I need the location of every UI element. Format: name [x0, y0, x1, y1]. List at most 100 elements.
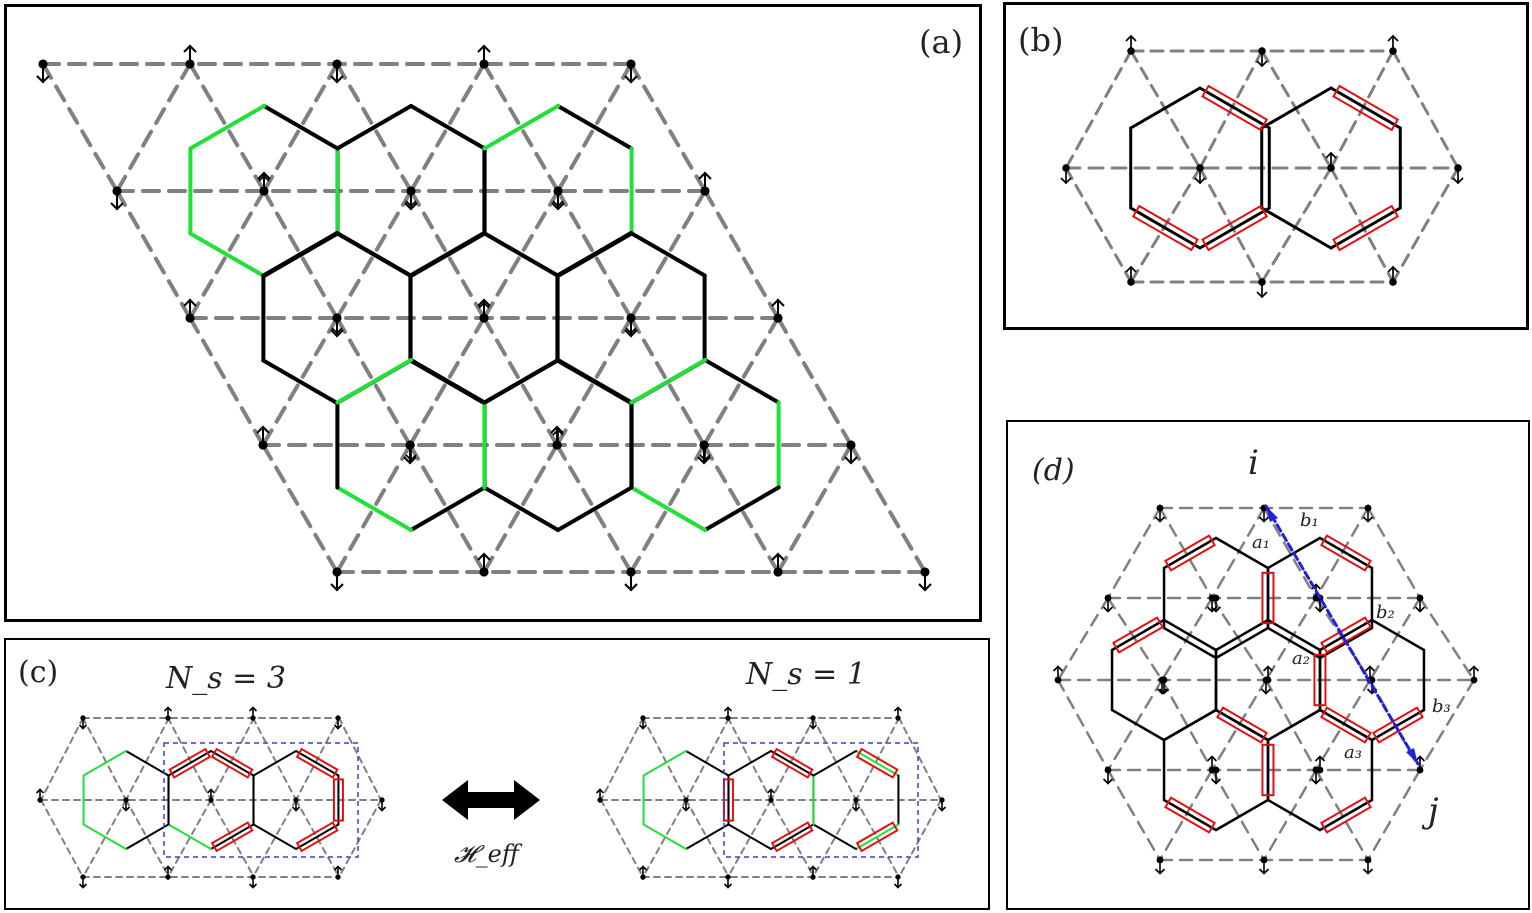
dashed-lattice-line — [252, 717, 297, 801]
dashed-lattice-line — [1210, 596, 1268, 682]
honeycomb-hexagon-edge — [727, 823, 772, 850]
spin-site-arrow-head — [1362, 516, 1374, 523]
spin-site-arrow-head — [625, 327, 637, 335]
dimer-box — [1112, 616, 1164, 654]
spin-site-arrow-head — [1452, 177, 1464, 185]
dashed-lattice-line — [776, 316, 853, 447]
spin-site-arrow-head — [78, 724, 88, 730]
panel-c: (c) N_s = 3 N_s = 1 𝓗_eff — [4, 638, 990, 910]
dashed-lattice-line — [1056, 678, 1110, 772]
honeycomb-hexagon-edge — [1198, 86, 1271, 130]
spin-site-arrow-head — [248, 706, 258, 712]
spin-site-arrow-head — [477, 298, 491, 307]
dashed-lattice-line — [1329, 49, 1395, 170]
dimer-box — [332, 778, 344, 822]
dashed-lattice-line — [727, 799, 772, 878]
honeycomb-hexagon-edge — [1266, 798, 1322, 832]
dashed-lattice-line — [1418, 596, 1476, 682]
dashed-lattice-line — [1366, 506, 1422, 600]
spin-site-arrow-head — [1194, 177, 1206, 185]
path-arrow-head — [1406, 748, 1418, 764]
spin-site-arrow-head — [478, 301, 490, 309]
dashed-lattice-line — [1314, 768, 1370, 862]
honeycomb-hexagon-edge — [703, 485, 781, 532]
honeycomb-hexagon-edge — [556, 104, 634, 151]
h-eff-operator: 𝓗_eff — [454, 840, 523, 868]
honeycomb-hexagon-edge — [1318, 536, 1374, 570]
dashed-lattice-line — [642, 799, 687, 878]
spin-site-arrow-head — [258, 174, 270, 182]
dashed-lattice-line — [295, 799, 340, 878]
dashed-lattice-line — [125, 717, 170, 801]
honeycomb-hexagon-edge — [408, 231, 486, 278]
dimer-box — [295, 747, 339, 779]
dashed-lattice-line — [167, 799, 212, 878]
dashed-lattice-line — [898, 717, 942, 801]
honeycomb-hexagon-flipped-edge — [82, 823, 127, 850]
honeycomb-hexagon-edge — [1162, 618, 1218, 652]
spin-site-arrow-head — [330, 75, 344, 84]
dashed-lattice-line — [1391, 166, 1460, 284]
dashed-lattice-line — [703, 189, 780, 320]
spin-site-arrow-head — [35, 788, 45, 794]
spin-site-arrow-head — [1256, 60, 1268, 68]
dashed-lattice-line — [115, 62, 192, 193]
spin-site-arrow-head — [1206, 606, 1218, 613]
dashed-lattice-line — [642, 717, 687, 801]
spin-site-arrow-head — [1362, 868, 1374, 875]
spin-site-arrow-head — [1314, 755, 1326, 762]
dashed-lattice-line — [702, 443, 780, 574]
honeycomb-hexagon-edge — [335, 231, 413, 278]
honeycomb-hexagon-edge — [1110, 618, 1166, 652]
spin-site-arrow-head — [1158, 688, 1170, 695]
dimer-box — [210, 747, 254, 779]
dashed-lattice-line — [261, 443, 339, 574]
spin-site-arrow-head — [377, 806, 387, 812]
dashed-lattice-line — [40, 717, 84, 801]
dashed-lattice-line — [849, 443, 927, 574]
dashed-lattice-line — [1264, 678, 1318, 772]
dashed-lattice-line — [338, 717, 382, 801]
spin-site-arrow-head — [1125, 34, 1137, 42]
dimer-box — [1332, 84, 1400, 132]
dashed-lattice-line — [727, 717, 772, 801]
bond-label-b1: b₁ — [1300, 510, 1319, 531]
dashed-lattice-line — [1198, 49, 1264, 170]
dimer-box — [168, 747, 212, 779]
dashed-lattice-line — [482, 62, 560, 193]
spin-site-arrow-head — [1258, 868, 1270, 875]
honeycomb-hexagon-edge — [210, 823, 255, 850]
dashed-lattice-line — [41, 62, 119, 193]
dimer-box — [1313, 653, 1327, 707]
dashed-lattice-line — [1160, 596, 1214, 682]
dimer-box — [770, 747, 814, 779]
spin-site-arrow-head — [1262, 665, 1274, 672]
honeycomb-hexagon-edge — [482, 231, 560, 278]
spin-site-arrow-head — [1258, 516, 1270, 523]
spin-site-arrow-head — [550, 425, 564, 434]
dashed-lattice-line — [702, 316, 780, 447]
honeycomb-hexagon-flipped-edge — [855, 750, 900, 777]
spin-site-arrow-head — [1387, 265, 1399, 273]
honeycomb-hexagon-edge — [770, 750, 815, 777]
dashed-lattice-line — [556, 189, 633, 320]
spin-site-arrow-head — [851, 806, 861, 812]
honeycomb-hexagon-edge — [1162, 798, 1218, 832]
dashed-lattice-line — [115, 189, 192, 320]
spin-site-arrow-head — [1156, 688, 1168, 695]
honeycomb-hexagon-edge — [252, 823, 297, 850]
dashed-lattice-line — [40, 799, 84, 878]
honeycomb-hexagon-edge — [703, 358, 781, 405]
double-arrow-icon — [442, 780, 540, 820]
honeycomb-hexagon-edge — [409, 485, 487, 532]
dashed-lattice-line — [335, 316, 412, 447]
honeycomb-hexagon-edge — [482, 358, 560, 405]
panel-c-figure: (c) N_s = 3 N_s = 1 𝓗_eff — [18, 655, 947, 889]
dashed-lattice-line — [262, 62, 339, 193]
honeycomb-hexagon-edge — [1260, 206, 1333, 250]
honeycomb-hexagon-flipped-edge — [642, 823, 687, 850]
dashed-lattice-line — [1368, 596, 1422, 682]
honeycomb-hexagon-flipped-edge — [642, 750, 687, 777]
dashed-lattice-line — [1210, 506, 1266, 600]
dashed-lattice-line — [338, 799, 382, 878]
